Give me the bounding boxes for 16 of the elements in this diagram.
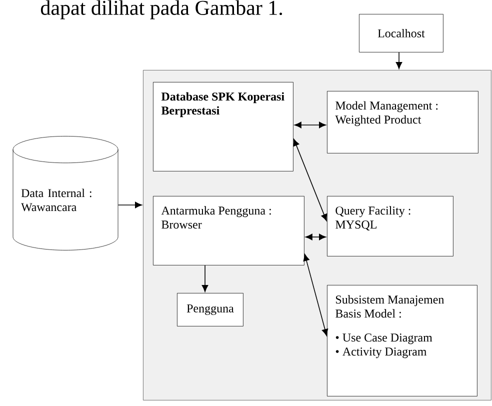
process-box: Localhost: [359, 14, 444, 52]
process-box: Database SPK Koperasi Berprestasi: [153, 82, 294, 172]
database-cylinder: Data Internal : Wawancara: [12, 136, 118, 250]
process-box: Antarmuka Pengguna : Browser: [153, 196, 304, 266]
arrow: [118, 202, 142, 208]
arrow: [303, 254, 328, 336]
arrow: [202, 264, 208, 292]
process-box: Model Management : Weighted Product: [327, 91, 478, 154]
arrow: [293, 138, 328, 222]
process-box: Subsistem Manajemen Basis Model : • Use Case Diagram • Activity Diagram: [327, 284, 478, 396]
process-box: Pengguna: [177, 293, 244, 326]
body-text: dapat dilihat pada Gambar 1.: [40, 0, 282, 20]
arrow: [305, 234, 326, 240]
process-box: Query Facility : MYSQL: [327, 196, 454, 256]
arrow: [294, 122, 326, 128]
arrow: [396, 52, 402, 69]
